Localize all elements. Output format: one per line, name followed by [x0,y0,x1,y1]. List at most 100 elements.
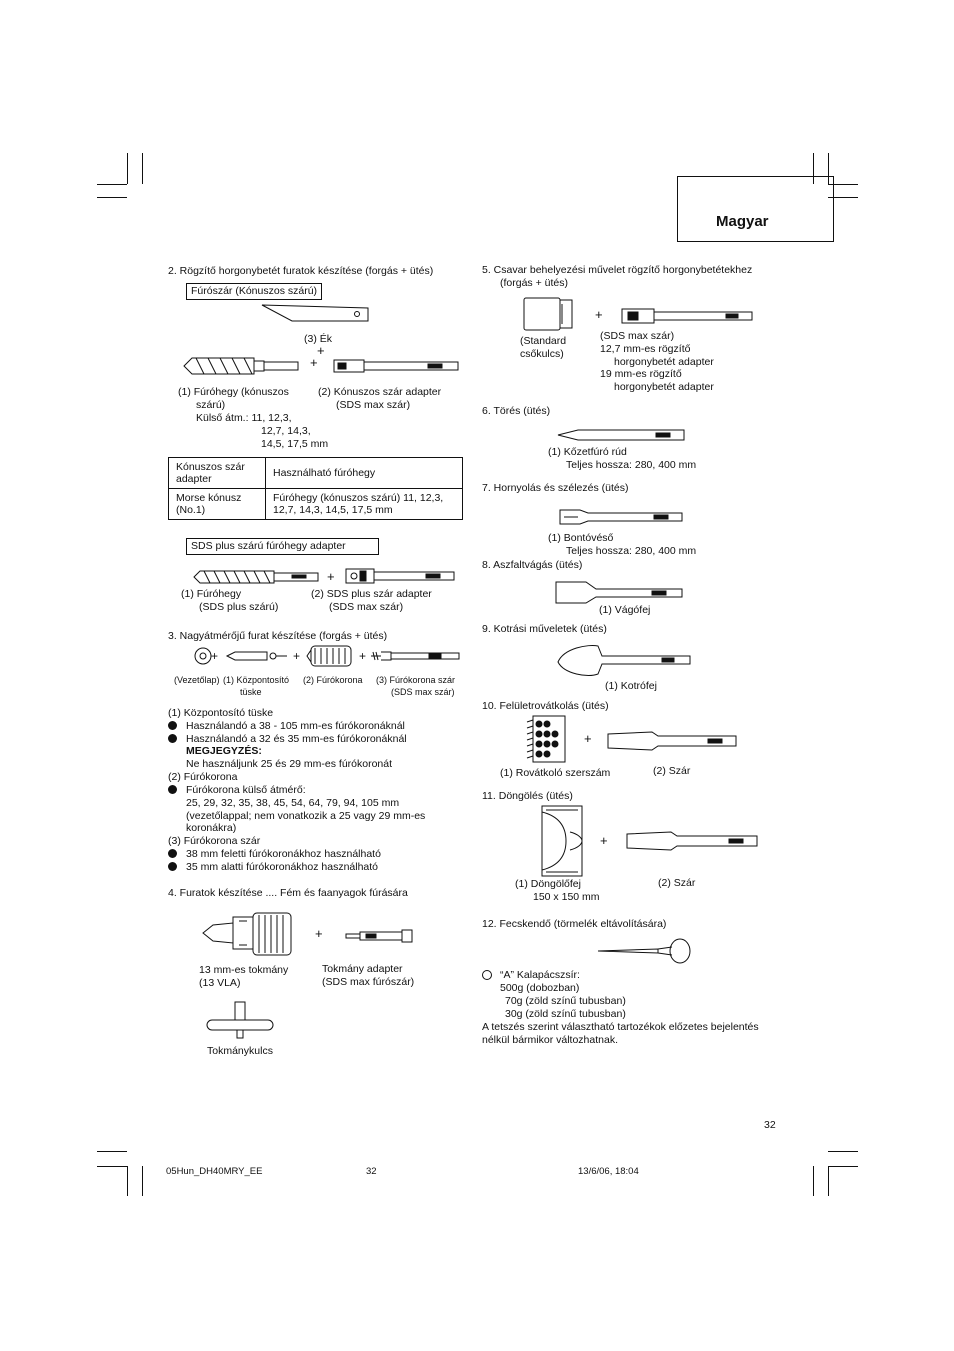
plus-sign: + [317,343,325,358]
socket-label-2: csőkulcs) [520,348,564,360]
bull-point-illustration [557,429,685,441]
section-5-title: 5. Csavar behelyezési művelet rögzítő ho… [482,264,753,276]
core-bit-set-illustration: + + + [194,645,460,667]
s3-line: (1) Központosító tüske [168,707,274,719]
plus-sign: + [584,731,592,746]
footer-date: 13/6/06, 18:04 [578,1166,639,1177]
chuck-illustration [202,912,292,956]
tamper-plate-illustration [541,805,583,877]
section-8-title: 8. Aszfaltvágás (ütés) [482,559,583,571]
drill-label-1: (1) Fúróhegy (kónuszos [178,386,289,398]
section-2-box-label: Fúrószár (Kónuszos szárú) [186,283,323,300]
plus-sign: + [310,355,318,370]
plus-sign: + [600,833,608,848]
svg-text:+: + [293,649,300,663]
section-9-title: 9. Kotrási műveletek (ütés) [482,623,607,635]
language-tab: Magyar [677,176,834,242]
caption-guide-plate: (Vezetőlap) [174,675,220,685]
cold-chisel-illustration [559,509,683,525]
sds-drill-label-2: (SDS plus szárú) [199,601,279,613]
socket-wrench-illustration [523,297,573,331]
adapter-table: Kónuszos szár adapter Használható fúróhe… [168,457,463,520]
shank-label-4: 19 mm-es rögzítő [600,368,682,380]
s3-line: Használandó a 32 és 35 mm-es fúrókoronák… [186,733,407,745]
accessory-note-2: nélkül bármikor változhatnak. [482,1034,618,1046]
drill-label-3: Külső átm.: 11, 12,3, [196,412,292,424]
accessory-note-1: A tetszés szerint választható tartozékok… [482,1021,759,1033]
bullet [168,849,177,858]
s9-label: (1) Kotrófej [605,680,657,692]
section-12-title: 12. Fecskendő (törmelék eltávolítására) [482,918,667,930]
s7-label-1: (1) Bontóvéső [548,532,614,544]
s10-tool-label: (1) Rovátkoló szerszám [500,767,611,779]
chuck-label-2: (13 VLA) [199,977,241,989]
bullet [168,785,177,794]
bullet [168,721,177,730]
taper-drill-illustration [183,357,299,375]
s3-note-heading: MEGJEGYZÉS: [186,745,262,757]
bushing-tool-illustration [526,715,566,763]
clay-spade-illustration [557,645,691,676]
s3-line: Használandó a 38 - 105 mm-es fúrókoronák… [186,720,405,732]
table-cell: Morse kónusz (No.1) [168,488,266,520]
s7-label-2: Teljes hossza: 280, 400 mm [566,545,697,557]
drill-label-5: 14,5, 17,5 mm [261,438,329,450]
s11-tool-label-1: (1) Döngölőfej [515,878,581,890]
section-7-title: 7. Hornyolás és szélezés (ütés) [482,482,629,494]
asphalt-cutter-illustration [555,581,683,604]
s6-label-1: (1) Kőzetfúró rúd [548,446,627,458]
table-header-cell: Kónuszos szár adapter [168,457,266,489]
s3-line: 25, 29, 32, 35, 38, 45, 54, 64, 79, 94, … [186,797,400,809]
plus-sign: + [595,307,603,322]
chuck-adapter-label-1: Tokmány adapter [322,963,403,975]
s3-line: 35 mm alatti fúrókoronákhoz használható [186,861,379,873]
grease-line: 500g (dobozban) [500,982,580,994]
sds-adapter-label-2: (SDS max szár) [329,601,404,613]
sds-adapter-illustration [345,568,455,584]
shank-label-1: (SDS max szár) [600,330,675,342]
s3-line: Fúrókorona külső átmérő: [186,784,306,796]
s11-shank-label: (2) Szár [658,877,696,889]
s3-line: 38 mm feletti fúrókoronákhoz használható [186,848,381,860]
chuck-adapter-label-2: (SDS max fúrószár) [322,976,415,988]
wedge-illustration [261,304,369,322]
taper-adapter-illustration [333,359,459,373]
svg-text:+: + [359,649,366,663]
page-number: 32 [764,1119,776,1131]
section-11-title: 11. Döngölés (ütés) [482,790,573,802]
caption-core-bit: (2) Fúrókorona [303,675,363,685]
chuck-key-illustration [206,1001,274,1039]
sds-box-label: SDS plus szárú fúróhegy adapter [186,538,379,555]
drill-label-4: 12,7, 14,3, [261,425,311,437]
shank-label-2: 12,7 mm-es rögzítő [600,343,691,355]
sds-adapter-label-1: (2) SDS plus szár adapter [311,588,432,600]
s8-label: (1) Vágófej [599,604,651,616]
shank-label-5: horgonybetét adapter [614,381,714,393]
bullet [168,734,177,743]
footer-file: 05Hun_DH40MRY_EE [166,1166,263,1177]
table-header-cell: Használható fúróhegy [265,457,463,489]
s3-line: (3) Fúrókorona szár [168,835,261,847]
socket-label-1: (Standard [520,335,567,347]
svg-text:+: + [211,649,218,663]
plus-sign: + [315,926,323,941]
section-4-title: 4. Furatok készítése .... Fém és faanyag… [168,887,408,899]
chuck-label-1: 13 mm-es tokmány [199,964,289,976]
caption-shank-2: (SDS max szár) [391,687,455,697]
grease-line: 30g (zöld színű tubusban) [505,1008,626,1020]
section-10-title: 10. Felületrovátkolás (ütés) [482,700,609,712]
footer-center: 32 [366,1166,377,1177]
section-5-title-2: (forgás + ütés) [500,277,568,289]
sds-drill-label-1: (1) Fúróhegy [181,588,242,600]
drill-label-2: szárú) [196,399,226,411]
chuck-key-label: Tokmánykulcs [207,1045,273,1057]
section-2-title: 2. Rögzítő horgonybetét furatok készítés… [168,265,434,277]
wedge-label: (3) Ék [304,333,333,345]
s6-label-2: Teljes hossza: 280, 400 mm [566,459,697,471]
caption-shank: (3) Fúrókorona szár [376,675,456,685]
s3-line: Ne használjunk 25 és 29 mm-es fúrókoroná… [186,758,393,770]
sds-drill-illustration [193,570,319,584]
s3-line: (vezetőlappal; nem vonatkozik a 25 vagy … [186,810,426,822]
s11-tool-label-2: 150 x 150 mm [533,891,600,903]
section-3-title: 3. Nagyátmérőjű furat készítése (forgás … [168,630,388,642]
